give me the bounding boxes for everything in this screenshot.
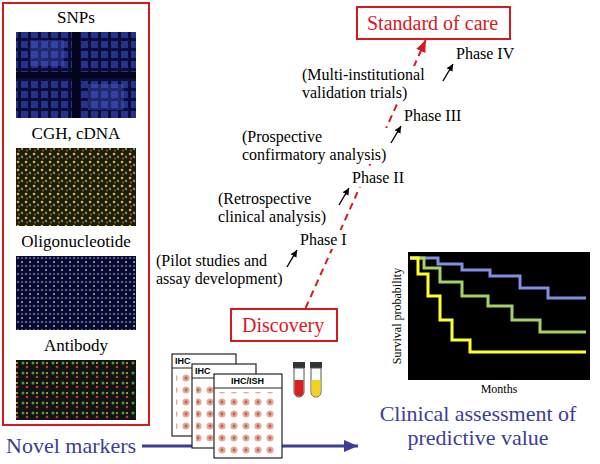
- survival-chart: [408, 252, 590, 380]
- assessment-caption: Clinical assessment of predictive value: [362, 402, 594, 450]
- ihc-card: [218, 392, 278, 454]
- snp-array: [16, 32, 136, 118]
- snp-array: [30, 40, 64, 66]
- sample-tube: [312, 380, 321, 397]
- phase-name: Phase I: [300, 230, 347, 249]
- sample-tube: [295, 380, 304, 397]
- tissue-cards: [172, 354, 282, 458]
- microarray-images: [16, 32, 136, 420]
- survival-curve: [410, 258, 586, 298]
- card-header: IHC: [195, 365, 211, 377]
- node-text: CGH, cDNA: [4, 124, 148, 144]
- node-text: SNPs: [4, 8, 148, 28]
- chart-area: [408, 252, 590, 380]
- ihc-card: [214, 374, 282, 458]
- phase-arrow: [443, 64, 453, 81]
- node-text: Oligonucleotide: [4, 232, 148, 252]
- phase-note: (Pilot studies and assay development): [156, 252, 286, 288]
- phase-note: (Prospective confirmatory analysis): [242, 128, 390, 164]
- outcome-box: Standard of care: [356, 6, 511, 40]
- card-header: IHC/ISH: [231, 375, 264, 387]
- sample-tube: [294, 368, 304, 397]
- axis-title: Survival probability: [390, 268, 404, 364]
- phase-name: Phase IV: [456, 44, 514, 63]
- cgh-array: [16, 148, 136, 226]
- phase-arrow: [339, 188, 349, 205]
- node-text: Standard of care: [367, 11, 500, 35]
- phase-note: (Retrospective clinical analysis): [218, 190, 338, 226]
- node-text: Discovery: [242, 313, 326, 337]
- phase-note: (Multi-institutional validation trials): [302, 66, 442, 102]
- snp-array: [88, 84, 124, 110]
- phase-name: Phase II: [352, 168, 404, 187]
- tube-cap: [293, 362, 305, 368]
- tube-cap: [310, 362, 322, 368]
- oligo-array: [16, 256, 136, 330]
- method-panel: SNPsCGH, cDNA OligonucleotideAntibody: [2, 2, 150, 426]
- ihc-card: [214, 388, 282, 389]
- phase-name: Phase III: [404, 106, 461, 125]
- phase-arrow: [287, 250, 297, 267]
- sample-tube: [311, 368, 321, 397]
- sample-tubes: [293, 362, 322, 397]
- axis-title: Months: [449, 382, 549, 396]
- node-text: Antibody: [4, 336, 148, 356]
- phase-arrow: [391, 126, 401, 143]
- card-header: IHC: [175, 355, 191, 367]
- snp-array: [16, 72, 136, 78]
- antibody-array: [16, 360, 136, 420]
- marker-caption: Novel markers: [6, 433, 136, 459]
- survival-curve: [410, 258, 586, 352]
- stage-box: Discovery: [230, 308, 338, 342]
